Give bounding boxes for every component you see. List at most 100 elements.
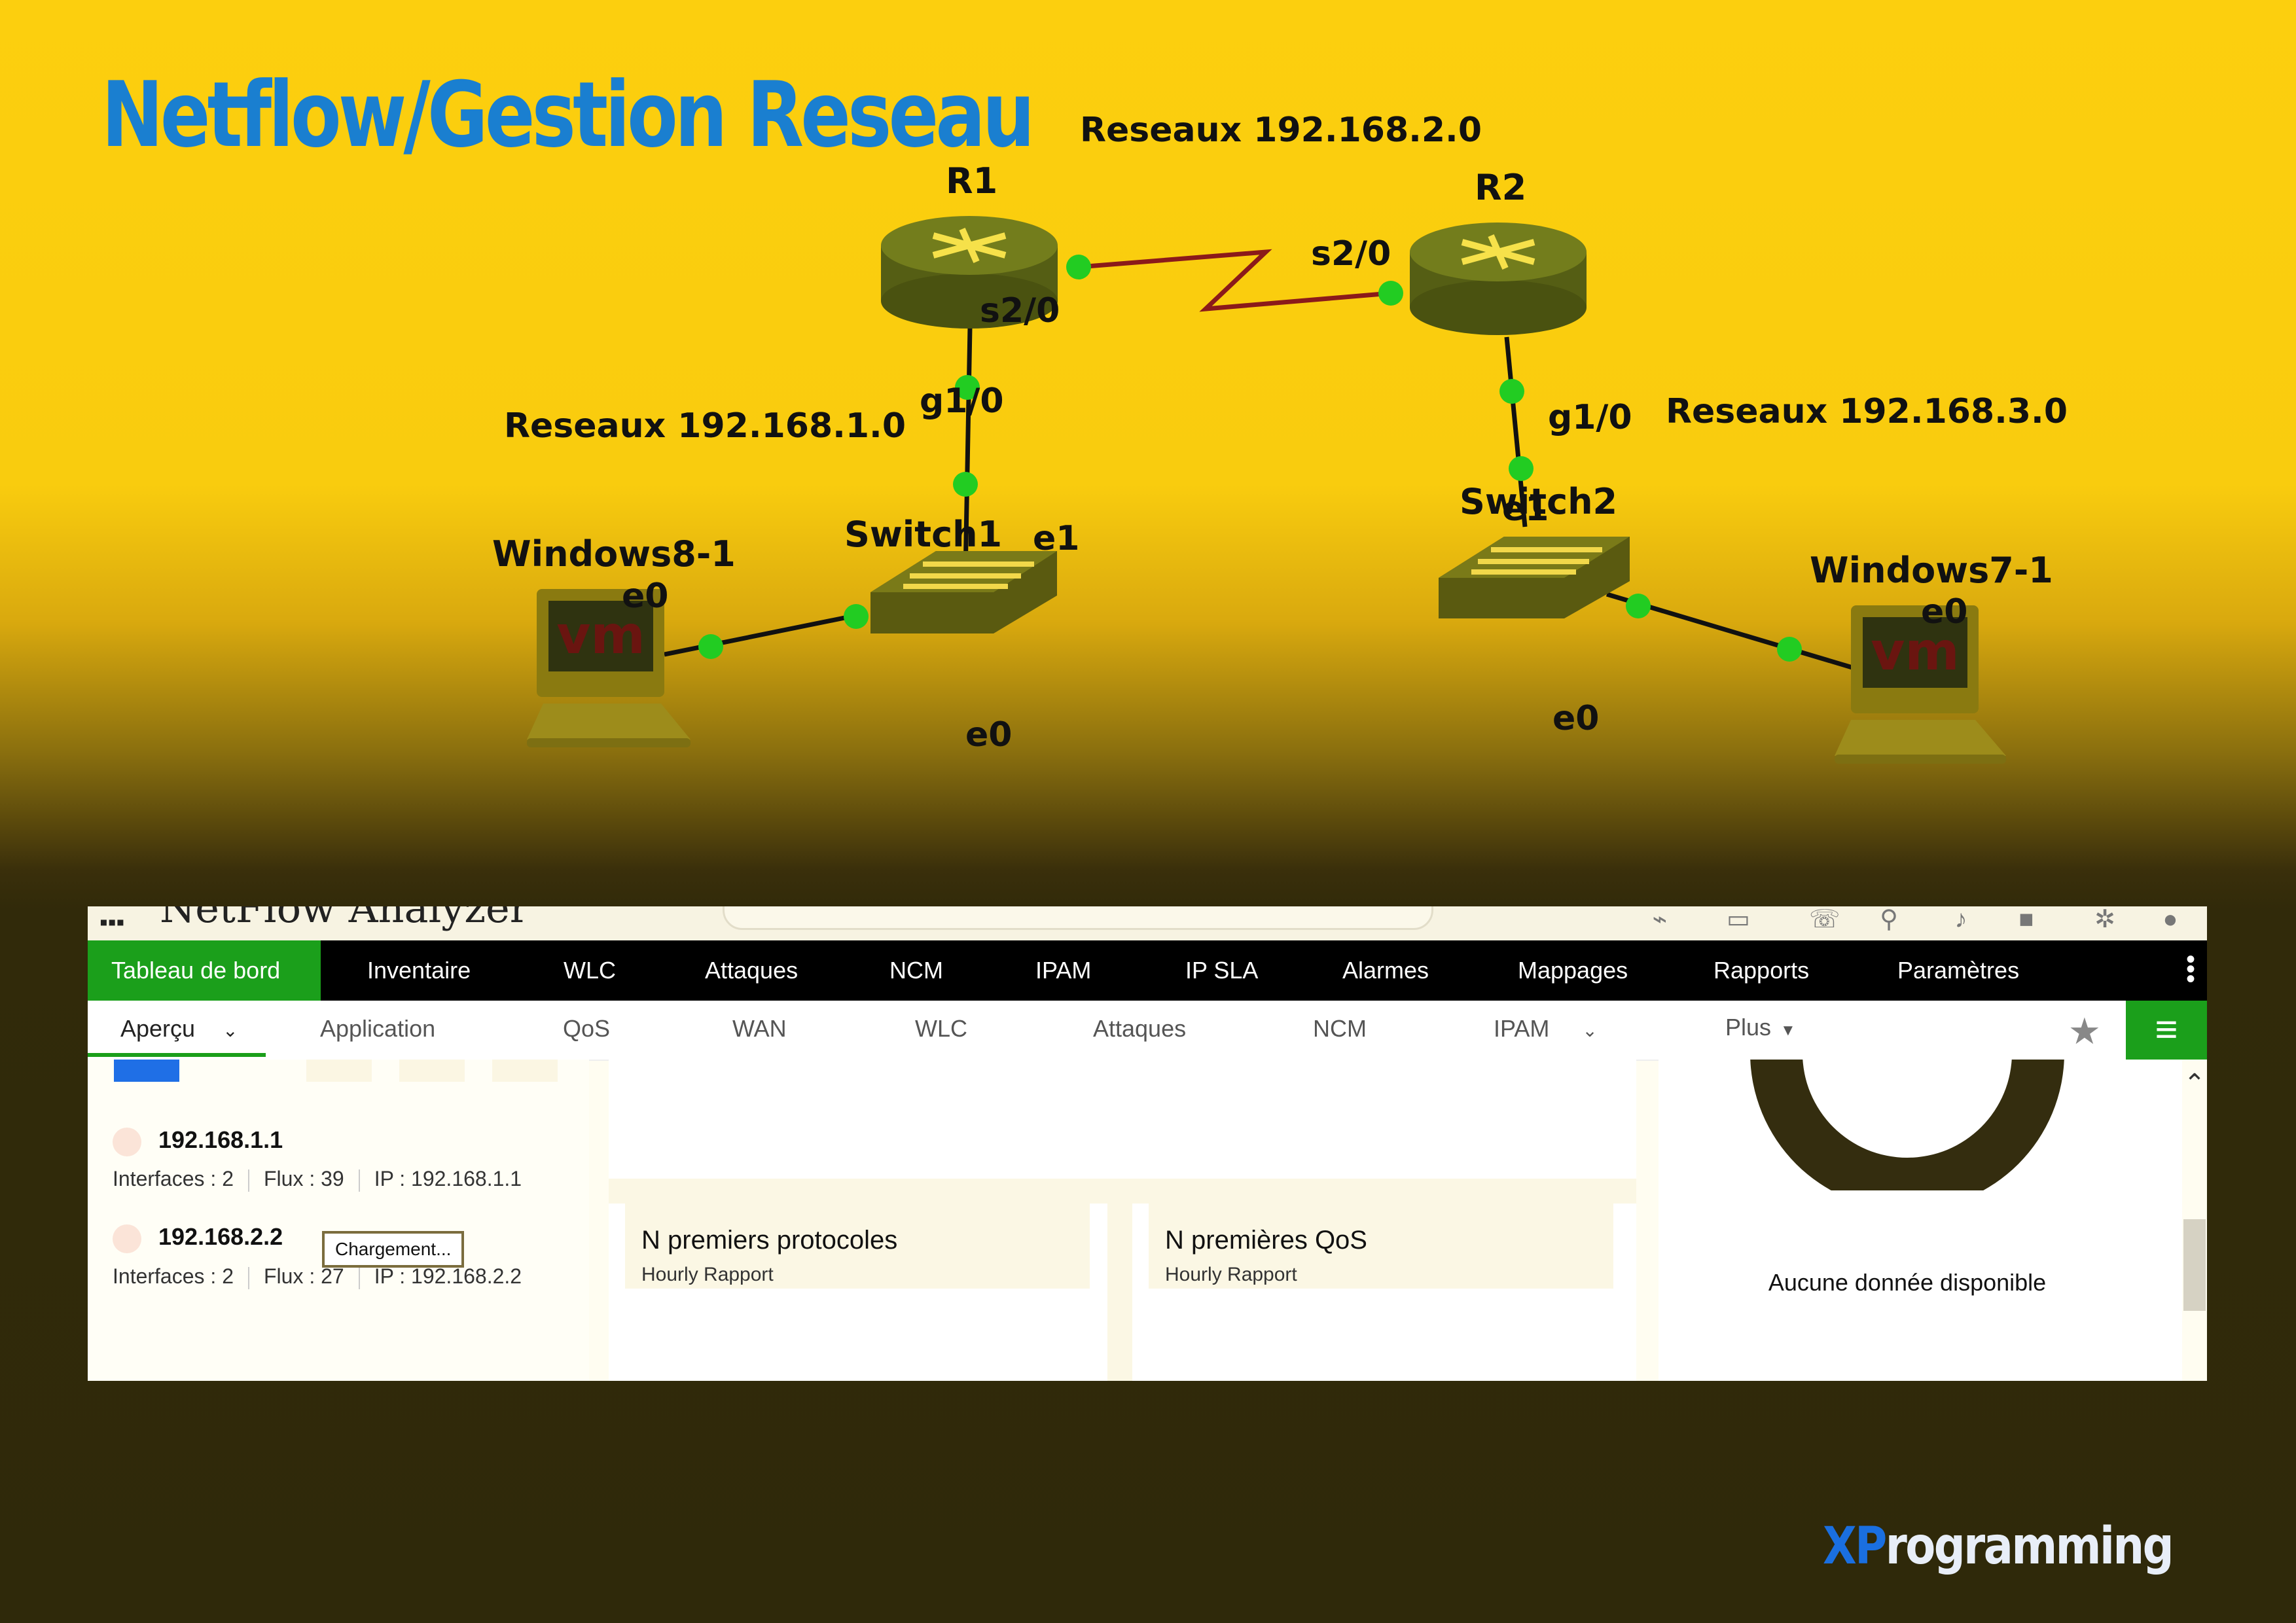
- search-icon[interactable]: ⚲: [1880, 906, 1898, 933]
- router-r1-icon: [881, 216, 1058, 329]
- tab-rapports[interactable]: Rapports: [1713, 957, 1810, 984]
- tab-mappages[interactable]: Mappages: [1518, 957, 1628, 984]
- iface-r2-s20: s2/0: [1311, 234, 1391, 274]
- subtab-qos[interactable]: QoS: [563, 1015, 611, 1042]
- subtab-ncm[interactable]: NCM: [1313, 1015, 1367, 1042]
- router-status-icon: [113, 1128, 141, 1156]
- subtab-application[interactable]: Application: [320, 1015, 436, 1042]
- device-ip: IP : 192.168.2.2: [374, 1264, 522, 1288]
- dot-win7-e0: [1777, 637, 1802, 662]
- iface-switch2-e0: e0: [1552, 699, 1599, 738]
- switch1-label: Switch1: [844, 514, 1002, 555]
- device-name[interactable]: 192.168.2.2: [158, 1223, 283, 1250]
- router-r2-icon: [1410, 223, 1587, 335]
- brand-logo-xp: XP: [1823, 1517, 1887, 1576]
- network-label-192-168-2-0: Reseaux 192.168.2.0: [1080, 111, 1482, 150]
- broadcast-icon[interactable]: ⌁: [1652, 906, 1668, 933]
- tab-ipam[interactable]: IPAM: [1035, 957, 1092, 984]
- window-icon[interactable]: ■: [2018, 906, 2034, 933]
- subtab-apercu[interactable]: Aperçu⌄: [88, 1001, 266, 1057]
- tab-ncm[interactable]: NCM: [889, 957, 943, 984]
- phone-icon[interactable]: ☏: [1809, 906, 1840, 933]
- avatar[interactable]: ●: [2162, 906, 2178, 933]
- iface-win7-e0: e0: [1921, 592, 1967, 632]
- device-ip: IP : 192.168.1.1: [374, 1167, 522, 1190]
- subtab-ipam[interactable]: IPAM⌄: [1494, 1001, 1598, 1057]
- widget-title: N premières QoS: [1165, 1226, 1367, 1255]
- add-widget-button[interactable]: ≡: [2126, 1001, 2207, 1060]
- settings-icon[interactable]: ✲: [2094, 906, 2115, 933]
- serial-link-r1-r2: [1078, 249, 1391, 312]
- scrollbar[interactable]: ⌃: [2182, 1060, 2207, 1381]
- dot-switch2-e1: [1509, 456, 1534, 481]
- tab-ip-sla[interactable]: IP SLA: [1185, 957, 1259, 984]
- router-r1-label: R1: [946, 160, 997, 202]
- favorite-star-icon[interactable]: ★: [2068, 1010, 2101, 1052]
- slide-title: Netflow/Gestion Reseau: [101, 62, 1035, 168]
- iface-r2-g10: g1/0: [1548, 398, 1632, 437]
- subtab-wlc[interactable]: WLC: [915, 1015, 967, 1042]
- dot-switch1-e0: [844, 604, 869, 629]
- caret-down-icon: ▼: [1780, 1022, 1796, 1039]
- subtab-attaques[interactable]: Attaques: [1093, 1015, 1187, 1042]
- tab-placeholder[interactable]: [492, 1060, 558, 1082]
- widget-header: [625, 1204, 1090, 1289]
- dot-r1-s20: [1066, 255, 1091, 279]
- subtab-plus[interactable]: Plus ▼: [1725, 999, 1796, 1056]
- loading-tooltip: Chargement...: [322, 1231, 465, 1268]
- tab-tableau-de-bord[interactable]: Tableau de bord: [88, 940, 321, 1001]
- tab-parametres[interactable]: Paramètres: [1897, 957, 2020, 984]
- switch2-icon: [1439, 537, 1630, 618]
- tab-placeholder[interactable]: [399, 1060, 465, 1082]
- vm-badge-win7: vm: [1871, 621, 1960, 682]
- device-name[interactable]: 192.168.1.1: [158, 1126, 283, 1153]
- app-title: NetFlow Analyzer: [160, 906, 529, 932]
- device-flux: Flux : 39: [263, 1167, 344, 1190]
- link-win8-switch1: [664, 613, 858, 657]
- iface-switch1-e1: e1: [1033, 519, 1079, 558]
- netflow-analyzer-window: ▪▪▪ NetFlow Analyzer ⌁ ▭ ☏ ⚲ ♪ ■ ✲ ● Tab…: [88, 906, 2207, 1381]
- active-tab-indicator[interactable]: [114, 1060, 179, 1082]
- scrollbar-thumb[interactable]: [2183, 1219, 2206, 1311]
- tab-inventaire[interactable]: Inventaire: [367, 957, 471, 984]
- subtab-apercu-label: Aperçu: [120, 1015, 196, 1042]
- brand-logo: XProgramming: [1823, 1517, 2174, 1576]
- device-interfaces: Interfaces : 2: [113, 1264, 234, 1288]
- dot-win8-e0: [698, 634, 723, 659]
- apps-grid-icon[interactable]: ▪▪▪: [99, 908, 125, 935]
- device-list-panel: 192.168.1.1 Interfaces : 2 Flux : 39 IP : …: [88, 1060, 589, 1381]
- dot-r1-g10: [955, 375, 980, 400]
- dot-switch2-e0: [1626, 594, 1651, 618]
- network-label-192-168-1-0: Reseaux 192.168.1.0: [504, 406, 906, 446]
- iface-win8-e0: e0: [622, 577, 668, 616]
- search-box[interactable]: [723, 906, 1433, 930]
- tab-attaques[interactable]: Attaques: [705, 957, 798, 984]
- subtab-wan[interactable]: WAN: [732, 1015, 787, 1042]
- device-flux: Flux : 27: [263, 1264, 344, 1288]
- dot-r2-g10: [1499, 379, 1524, 404]
- monitor-icon[interactable]: ▭: [1727, 906, 1750, 933]
- tab-placeholder[interactable]: [306, 1060, 372, 1082]
- app-header: ▪▪▪ NetFlow Analyzer ⌁ ▭ ☏ ⚲ ♪ ■ ✲ ●: [88, 906, 2207, 940]
- iface-r1-g10: g1/0: [920, 382, 1004, 421]
- subtab-plus-label: Plus: [1725, 1014, 1772, 1041]
- more-menu-icon[interactable]: •••: [2186, 945, 2196, 993]
- chevron-down-icon: ⌄: [1582, 1020, 1598, 1041]
- windows8-label: Windows8-1: [492, 533, 736, 575]
- tab-wlc[interactable]: WLC: [564, 957, 616, 984]
- widget-header: [1149, 1204, 1613, 1289]
- sub-navigation: Aperçu⌄ Application QoS WAN WLC Attaques…: [88, 1001, 2207, 1061]
- switch1-icon: [870, 551, 1057, 633]
- switch2-label: Switch2: [1460, 481, 1617, 522]
- dashboard-content: 192.168.1.1 Interfaces : 2 Flux : 39 IP : …: [88, 1060, 2207, 1381]
- chart-panel: Aucune donnée disponible ⌃: [1659, 1060, 2207, 1381]
- chevron-up-icon[interactable]: ⌃: [2183, 1069, 2206, 1098]
- windows7-pc-icon: vm: [1835, 605, 2006, 764]
- bell-icon[interactable]: ♪: [1954, 906, 1967, 933]
- network-topology-diagram: vm vm Reseaux 192.168.2.0 Reseaux 192.16…: [492, 111, 2068, 764]
- windows8-pc-icon: vm: [527, 589, 691, 747]
- tab-alarmes[interactable]: Alarmes: [1342, 957, 1429, 984]
- widget-subtitle: Hourly Rapport: [641, 1264, 774, 1285]
- device-meta: Interfaces : 2 Flux : 27 IP : 192.168.2.2: [113, 1264, 522, 1289]
